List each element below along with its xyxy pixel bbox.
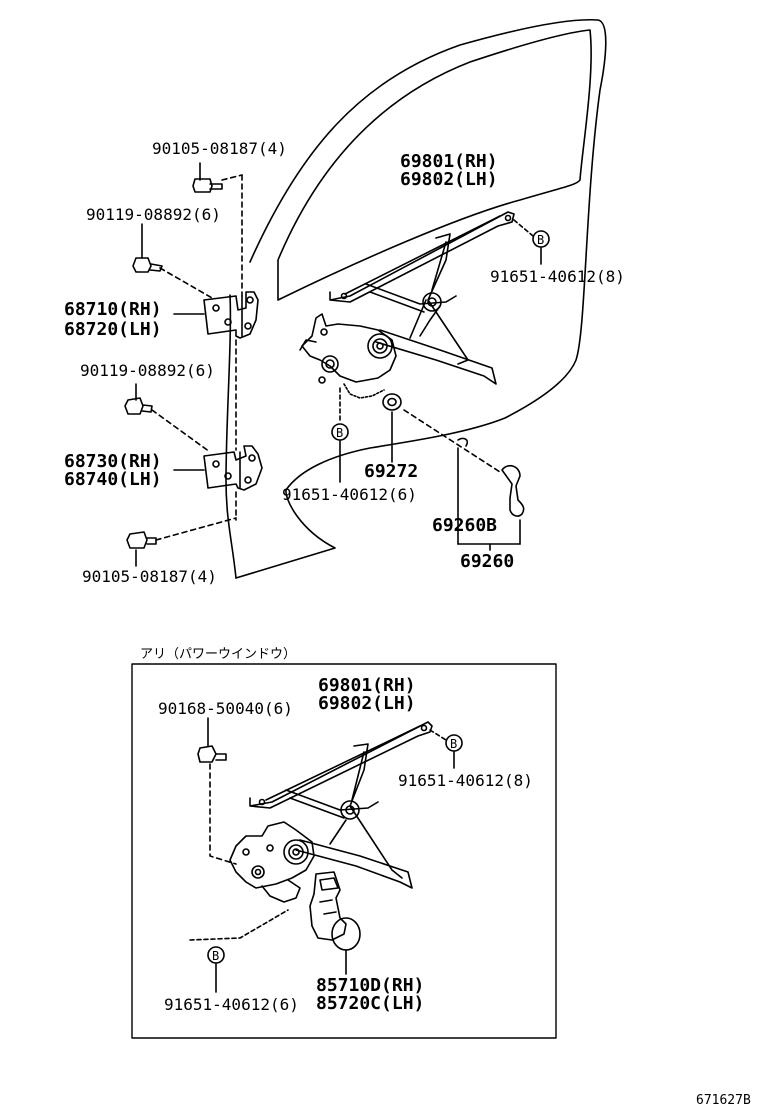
label-bolt-90119-lower: 90119-08892(6)	[80, 361, 215, 380]
label-hinge-upper-lh: 68720(LH)	[64, 319, 162, 340]
power-window-frame	[131, 663, 557, 1039]
label-screw-90168: 90168-50040(6)	[158, 699, 293, 718]
label-bolt-91651-6-upper: 91651-40612(6)	[282, 485, 417, 504]
label-motor-rh: 85710D(RH)	[316, 975, 425, 996]
label-hinge-lower-lh: 68740(LH)	[64, 469, 162, 490]
label-regulator-rh: 69801(RH)	[400, 151, 498, 172]
window-crank-handle-icon	[501, 464, 525, 517]
label-bolt-91651-8-lower: 91651-40612(8)	[398, 771, 533, 790]
label-bolt-90105-bottom: 90105-08187(4)	[82, 567, 217, 586]
callout-b-upper-bottom: B	[336, 426, 344, 440]
label-bolt-90105-top: 90105-08187(4)	[152, 139, 287, 158]
upper-hinge-icon	[203, 291, 259, 339]
label-bolt-91651-6-lower: 91651-40612(6)	[164, 995, 299, 1014]
door-outline	[225, 18, 607, 579]
label-hinge-upper-rh: 68710(RH)	[64, 299, 162, 320]
callout-b-upper-right: B	[537, 233, 545, 247]
window-motor-icon	[309, 871, 361, 975]
handle-assembly	[382, 393, 525, 551]
window-regulator-power	[197, 717, 433, 903]
lower-hinge-hardware	[124, 383, 263, 521]
callouts-lower	[189, 729, 463, 993]
callout-b-lower-right: B	[450, 737, 458, 751]
window-regulator-manual	[299, 211, 515, 399]
label-handle-69260b: 69260B	[432, 515, 498, 536]
label-handle-69260: 69260	[460, 551, 515, 572]
upper-hinge-hardware	[132, 162, 259, 451]
power-window-heading: アリ（パワーウインドウ）	[140, 647, 297, 662]
label-regulator-lh: 69802(LH)	[400, 169, 498, 190]
callout-b-lower-bottom: B	[212, 949, 220, 963]
label-bolt-91651-8-upper: 91651-40612(8)	[490, 267, 625, 286]
label-power-regulator-lh: 69802(LH)	[318, 693, 416, 714]
label-washer-69272: 69272	[364, 461, 419, 482]
figure-code: 671627B	[696, 1093, 751, 1108]
bottom-bolt	[126, 517, 237, 567]
callouts-upper	[331, 219, 550, 483]
label-motor-lh: 85720C(LH)	[316, 993, 425, 1014]
label-power-regulator-rh: 69801(RH)	[318, 675, 416, 696]
label-bolt-90119-upper: 90119-08892(6)	[86, 205, 221, 224]
label-hinge-lower-rh: 68730(RH)	[64, 451, 162, 472]
lower-hinge-icon	[203, 445, 263, 491]
